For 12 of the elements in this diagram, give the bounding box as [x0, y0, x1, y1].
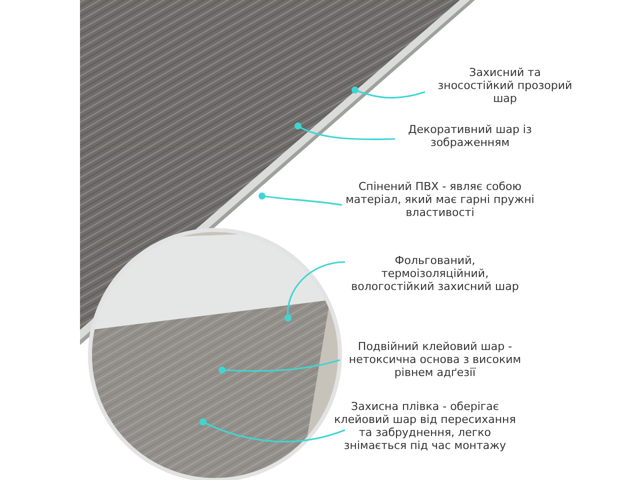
- leader-line: [258, 192, 342, 206]
- callout-text: Захисний та зносостійкий прозорий шар: [430, 66, 580, 105]
- callout-text: Подвійний клейовий шар - нетоксична основа з високим рівнем адґезії: [335, 340, 535, 379]
- leader-line: [352, 86, 426, 99]
- leader-line: [218, 359, 340, 374]
- leader-line: [284, 261, 346, 322]
- callout-text: Декоративний шар із зображенням: [390, 123, 550, 149]
- callout-text: Фольгований, термоізоляційний, вологостійкий захисний шар: [340, 254, 530, 293]
- leader-line: [200, 418, 346, 442]
- leader-line: [294, 122, 396, 140]
- callout-text: Спінений ПВХ - являє собою матеріал, який має гарні пружні властивості: [345, 180, 535, 219]
- callout-text: Захисна плівка - оберігає клейовий шар від пересихання та забруднення, легко знімається під час монтажу: [330, 400, 520, 452]
